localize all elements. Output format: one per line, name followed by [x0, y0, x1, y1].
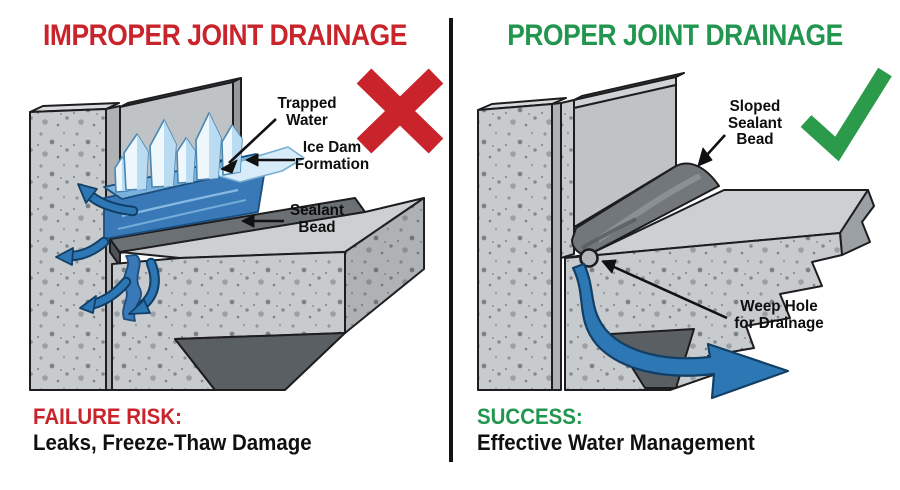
left-upstand-wall	[119, 77, 242, 199]
label-line: Formation	[294, 155, 370, 173]
weep-hole	[579, 248, 599, 268]
right-caption-title: SUCCESS:	[477, 404, 583, 429]
label-sloped-sealant-bead: Sloped Sealant Bead	[727, 98, 783, 149]
left-panel-title: IMPROPER JOINT DRAINAGE	[43, 19, 407, 52]
label-weep-hole: Weep Hole for Drainage	[734, 298, 824, 332]
label-line: Sloped	[729, 98, 781, 115]
label-line: Ice Dam	[302, 139, 362, 156]
water-leak-drip	[122, 254, 142, 322]
label-line: Weep Hole	[740, 298, 818, 315]
label-trapped-water: Trapped Water	[277, 95, 337, 129]
label-line: Sealant	[727, 114, 783, 132]
sloped-sealant-bead-shape	[571, 162, 720, 256]
water-flow-arrow	[571, 262, 790, 400]
label-line: Water	[286, 111, 328, 129]
left-caption-title: FAILURE RISK:	[33, 404, 182, 429]
label-ice-dam: Ice Dam Formation	[294, 139, 370, 173]
label-sealant-bead: Sealant Bead	[289, 202, 345, 236]
ice-crystals	[114, 112, 305, 193]
right-callout-arrows	[601, 134, 728, 320]
x-mark-icon	[356, 68, 444, 154]
left-callout-arrows	[220, 118, 295, 228]
right-panel-title: PROPER JOINT DRAINAGE	[507, 19, 843, 52]
label-line: Trapped	[277, 95, 337, 112]
label-line: Bead	[736, 131, 774, 148]
label-line: Sealant	[289, 202, 345, 219]
check-mark-icon	[800, 67, 892, 162]
left-concrete-slab	[111, 197, 425, 391]
leak-arrows	[55, 183, 160, 315]
label-line: for Drainage	[734, 314, 824, 332]
left-caption-text: Leaks, Freeze-Thaw Damage	[33, 430, 312, 455]
right-caption-text: Effective Water Management	[477, 430, 755, 455]
panel-divider	[449, 18, 453, 462]
left-slab-shadow	[174, 332, 346, 391]
left-diagram	[29, 68, 444, 391]
label-line: Bead	[298, 218, 336, 236]
right-diagram	[477, 67, 892, 400]
right-joint-gap	[551, 102, 562, 391]
right-concrete-wall	[477, 97, 575, 391]
